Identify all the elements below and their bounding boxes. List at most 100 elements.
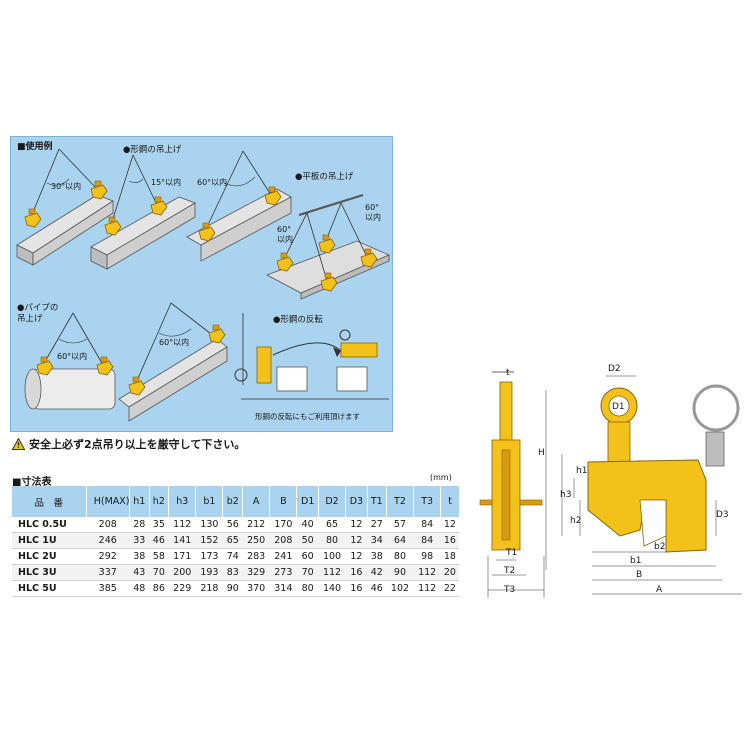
table-row: HLC 1U 246 33 46 141 152 65 250 208 50 8… bbox=[12, 532, 459, 549]
table-cell: 329 bbox=[242, 564, 270, 581]
scene-flat-plate-lift bbox=[266, 194, 391, 300]
table-cell: 65 bbox=[318, 517, 346, 533]
table-cell: 152 bbox=[195, 532, 223, 549]
table-cell: 140 bbox=[318, 580, 346, 597]
clamp-dimension-drawing bbox=[479, 371, 742, 598]
safety-warning-text: 安全上必ず2点吊り以上を厳守して下さい。 bbox=[29, 438, 246, 451]
table-cell: 208 bbox=[86, 517, 130, 533]
table-cell: 170 bbox=[269, 517, 297, 533]
angle-label-60-plate-a: 60°以内 bbox=[277, 225, 293, 244]
table-cell: 102 bbox=[386, 580, 414, 597]
dim-label-b1: b1 bbox=[630, 556, 642, 566]
column-header: t bbox=[440, 486, 459, 517]
table-cell: 90 bbox=[386, 564, 414, 581]
table-cell: HLC 5U bbox=[12, 580, 86, 597]
column-header: B bbox=[269, 486, 297, 517]
table-cell: 171 bbox=[168, 548, 196, 565]
table-cell: 50 bbox=[296, 532, 319, 549]
table-cell: 385 bbox=[86, 580, 130, 597]
dim-label-H: H bbox=[538, 448, 545, 458]
table-cell: 337 bbox=[86, 564, 130, 581]
angle-label-60-pipe: 60°以内 bbox=[57, 352, 88, 361]
table-cell: 250 bbox=[242, 532, 270, 549]
table-cell: 80 bbox=[296, 580, 319, 597]
table-cell: 229 bbox=[168, 580, 196, 597]
table-cell: 42 bbox=[367, 564, 387, 581]
table-cell: 20 bbox=[440, 564, 459, 581]
table-cell: 58 bbox=[149, 548, 169, 565]
table-cell: 370 bbox=[242, 580, 270, 597]
column-header: H(MAX) bbox=[85, 486, 129, 517]
column-header: h2 bbox=[148, 486, 169, 517]
scene-beam-lift-15 bbox=[90, 154, 196, 270]
table-cell: 100 bbox=[318, 548, 346, 565]
table-cell: 86 bbox=[149, 580, 169, 597]
angle-label-60-channel: 60°以内 bbox=[197, 178, 228, 187]
table-cell: 12 bbox=[345, 517, 368, 533]
table-cell: 35 bbox=[149, 517, 169, 533]
dim-label-D2: D2 bbox=[608, 364, 621, 374]
table-cell: 33 bbox=[129, 532, 150, 549]
table-cell: 193 bbox=[195, 564, 223, 581]
table-row: HLC 0.5U 208 28 35 112 130 56 212 170 40… bbox=[12, 517, 459, 533]
table-cell: 173 bbox=[195, 548, 223, 565]
table-cell: 70 bbox=[296, 564, 319, 581]
table-row: HLC 2U 292 38 58 171 173 74 283 241 60 1… bbox=[12, 548, 459, 565]
dim-label-T2: T2 bbox=[504, 566, 516, 576]
dim-label-h2: h2 bbox=[570, 516, 582, 526]
column-header: b2 bbox=[222, 486, 243, 517]
clamp-side-view bbox=[479, 371, 545, 598]
dim-label-b2: b2 bbox=[654, 542, 666, 552]
table-cell: 28 bbox=[129, 517, 150, 533]
scene-pipe-lift bbox=[24, 312, 116, 410]
column-header: T1 bbox=[366, 486, 387, 517]
table-cell: 80 bbox=[386, 548, 414, 565]
scene-channel-lift-60 bbox=[186, 150, 292, 262]
usage-section-title: ■使用例 bbox=[17, 142, 53, 152]
warning-triangle-icon: ! bbox=[11, 437, 26, 453]
table-header-row: 品 番 H(MAX) h1 h2 h3 b1 b2 A B D1 D2 D3 T… bbox=[12, 486, 459, 517]
table-cell: 70 bbox=[149, 564, 169, 581]
table-cell: 112 bbox=[318, 564, 346, 581]
clamp-front-view bbox=[545, 375, 742, 595]
table-cell: HLC 0.5U bbox=[12, 517, 86, 533]
table-cell: 200 bbox=[168, 564, 196, 581]
column-header: T2 bbox=[385, 486, 414, 517]
table-cell: 27 bbox=[367, 517, 387, 533]
dim-label-h3: h3 bbox=[560, 490, 572, 500]
usage-examples-panel: ■使用例 ●形鋼の吊上げ ●平板の吊上げ ●パイプの吊上げ ●形鋼の反転 形鋼の… bbox=[10, 136, 393, 432]
column-header: D2 bbox=[317, 486, 346, 517]
column-header: T3 bbox=[413, 486, 441, 517]
table-cell: 273 bbox=[269, 564, 297, 581]
table-cell: 208 bbox=[269, 532, 297, 549]
column-header: 品 番 bbox=[12, 486, 86, 517]
table-cell: 57 bbox=[386, 517, 414, 533]
table-cell: 22 bbox=[440, 580, 459, 597]
table-cell: 112 bbox=[168, 517, 196, 533]
dim-label-t: t bbox=[506, 368, 510, 378]
dim-label-T3: T3 bbox=[504, 585, 516, 595]
table-cell: 38 bbox=[129, 548, 150, 565]
table-cell: 40 bbox=[296, 517, 319, 533]
table-cell: HLC 3U bbox=[12, 564, 86, 581]
angle-label-60-rail: 60°以内 bbox=[159, 338, 190, 347]
table-cell: 292 bbox=[86, 548, 130, 565]
column-header: h3 bbox=[168, 486, 196, 517]
table-cell: 46 bbox=[149, 532, 169, 549]
table-cell: 16 bbox=[345, 580, 368, 597]
usage-illustrations bbox=[16, 148, 391, 422]
angle-label-15: 15°以内 bbox=[151, 178, 182, 187]
table-cell: 84 bbox=[413, 532, 441, 549]
dim-label-B: B bbox=[636, 570, 643, 580]
table-cell: 16 bbox=[440, 532, 459, 549]
table-cell: 34 bbox=[367, 532, 387, 549]
table-cell: 314 bbox=[269, 580, 297, 597]
table-cell: 60 bbox=[296, 548, 319, 565]
dim-label-T1: T1 bbox=[506, 548, 518, 558]
table-cell: 48 bbox=[129, 580, 150, 597]
column-header: A bbox=[242, 486, 270, 517]
table-cell: 112 bbox=[413, 564, 441, 581]
table-cell: 43 bbox=[129, 564, 150, 581]
svg-text:!: ! bbox=[17, 441, 21, 450]
table-cell: 64 bbox=[386, 532, 414, 549]
